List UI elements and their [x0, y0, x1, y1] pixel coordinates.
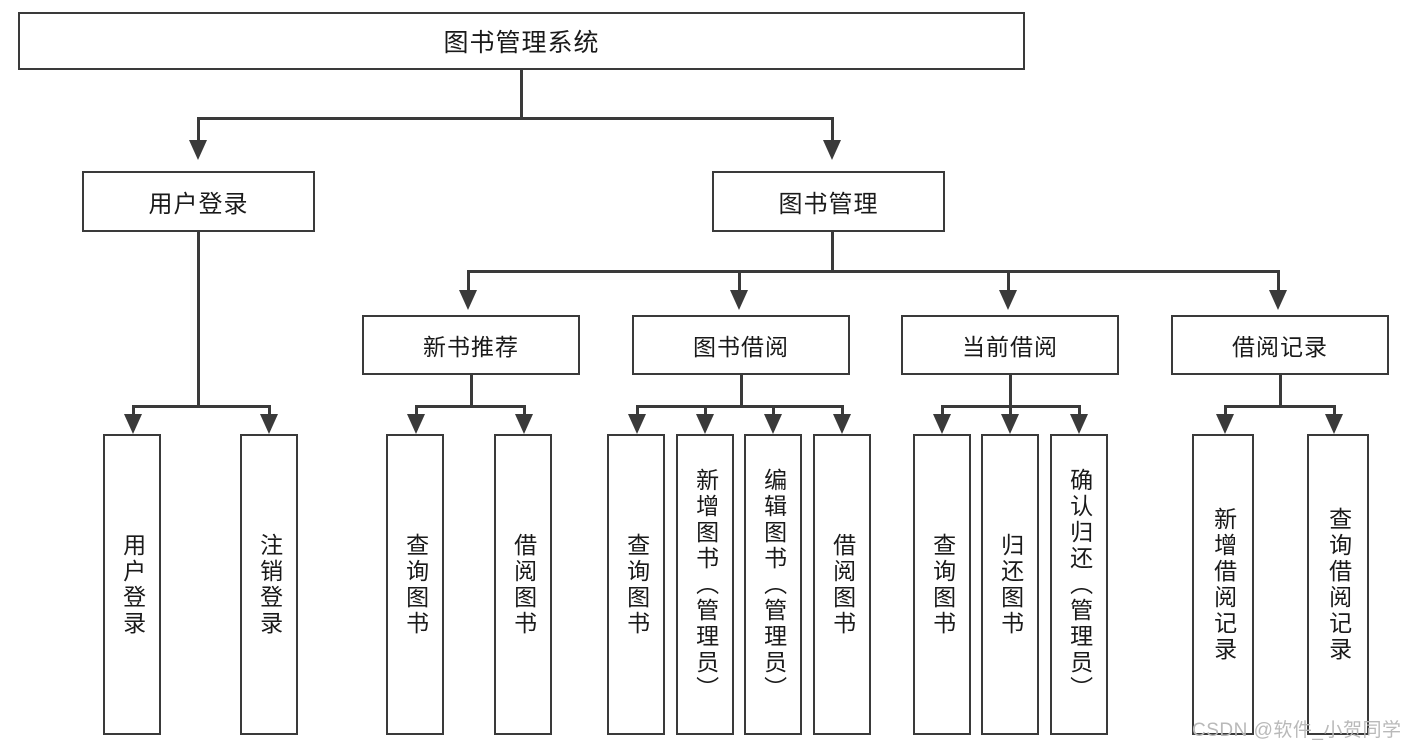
arrowhead-to-confirm-return	[1070, 414, 1088, 434]
leaf-query-book-recommend[interactable]: 查询图书	[386, 434, 444, 735]
node-book-management[interactable]: 图书管理	[712, 171, 945, 232]
connector-borrow-record-bus	[1224, 405, 1335, 408]
node-label: 用户登录	[148, 191, 249, 218]
leaf-edit-book-admin[interactable]: 编辑图书（管理员）	[744, 434, 802, 735]
connector-borrow-record-stem	[1279, 375, 1282, 405]
leaf-add-book-admin[interactable]: 新增图书（管理员）	[676, 434, 734, 735]
node-label: 新增借阅记录	[1210, 506, 1237, 663]
node-book-borrow[interactable]: 图书借阅	[632, 315, 850, 375]
node-borrow-record[interactable]: 借阅记录	[1171, 315, 1389, 375]
arrowhead-to-borrow-record	[1269, 290, 1287, 310]
leaf-query-borrow-record[interactable]: 查询借阅记录	[1307, 434, 1369, 735]
node-root-book-management-system[interactable]: 图书管理系统	[18, 12, 1025, 70]
connector-current-borrow-stem	[1009, 375, 1012, 405]
connector-root-left-drop	[197, 117, 200, 142]
node-label: 借阅图书	[510, 532, 537, 637]
node-new-book-recommend[interactable]: 新书推荐	[362, 315, 580, 375]
node-label: 当前借阅	[962, 334, 1058, 360]
arrowhead-to-query-book-1	[407, 414, 425, 434]
node-label: 借阅图书	[829, 532, 856, 637]
node-label: 借阅记录	[1232, 334, 1328, 360]
connector-book-management-stem	[831, 232, 834, 270]
connector-root-right-drop	[831, 117, 834, 142]
leaf-confirm-return-admin[interactable]: 确认归还（管理员）	[1050, 434, 1108, 735]
connector-level3-drop-4	[1277, 270, 1280, 295]
arrowhead-to-book-borrow	[730, 290, 748, 310]
connector-level3-drop-1	[467, 270, 470, 295]
connector-root-stem	[520, 70, 523, 117]
node-label: 图书借阅	[693, 334, 789, 360]
node-label: 查询图书	[402, 532, 429, 637]
leaf-query-book-current[interactable]: 查询图书	[913, 434, 971, 735]
connector-book-borrow-stem	[740, 375, 743, 405]
leaf-add-borrow-record[interactable]: 新增借阅记录	[1192, 434, 1254, 735]
arrowhead-to-user-login	[189, 140, 207, 160]
connector-new-book-bus	[415, 405, 525, 408]
leaf-borrow-book[interactable]: 借阅图书	[813, 434, 871, 735]
node-label: 注销登录	[256, 532, 283, 637]
arrowhead-to-query-borrow-record	[1325, 414, 1343, 434]
arrowhead-to-user-login-leaf	[124, 414, 142, 434]
arrowhead-to-add-borrow-record	[1216, 414, 1234, 434]
arrowhead-to-book-management	[823, 140, 841, 160]
node-label: 查询图书	[623, 532, 650, 637]
csdn-watermark: CSDN @软件_小贺同学	[1192, 720, 1402, 741]
arrowhead-to-borrow-book-2	[833, 414, 851, 434]
node-label: 确认归还（管理员）	[1066, 467, 1093, 702]
node-label: 新增图书（管理员）	[692, 467, 719, 702]
node-current-borrow[interactable]: 当前借阅	[901, 315, 1119, 375]
arrowhead-to-query-book-3	[933, 414, 951, 434]
connector-user-login-stem	[197, 232, 200, 405]
leaf-borrow-book-recommend[interactable]: 借阅图书	[494, 434, 552, 735]
node-label: 新书推荐	[423, 334, 519, 360]
connector-level3-bus	[467, 270, 1279, 273]
arrowhead-to-return-book	[1001, 414, 1019, 434]
node-label: 图书管理系统	[443, 29, 600, 57]
leaf-logout[interactable]: 注销登录	[240, 434, 298, 735]
node-label: 归还图书	[997, 532, 1024, 637]
connector-book-borrow-bus	[636, 405, 843, 408]
leaf-return-book[interactable]: 归还图书	[981, 434, 1039, 735]
node-user-login[interactable]: 用户登录	[82, 171, 315, 232]
arrowhead-to-add-book	[696, 414, 714, 434]
arrowhead-to-logout-leaf	[260, 414, 278, 434]
node-label: 查询图书	[929, 532, 956, 637]
connector-level3-drop-2	[738, 270, 741, 295]
arrowhead-to-borrow-book-1	[515, 414, 533, 434]
arrowhead-to-current-borrow	[999, 290, 1017, 310]
leaf-query-book-borrow[interactable]: 查询图书	[607, 434, 665, 735]
arrowhead-to-query-book-2	[628, 414, 646, 434]
connector-user-login-bus	[132, 405, 269, 408]
arrowhead-to-edit-book	[764, 414, 782, 434]
connector-root-bus	[197, 117, 833, 120]
node-label: 编辑图书（管理员）	[760, 467, 787, 702]
connector-new-book-stem	[470, 375, 473, 405]
node-label: 查询借阅记录	[1325, 506, 1352, 663]
node-label: 用户登录	[119, 532, 146, 637]
arrowhead-to-new-book-recommend	[459, 290, 477, 310]
node-label: 图书管理	[778, 191, 879, 218]
leaf-user-login[interactable]: 用户登录	[103, 434, 161, 735]
connector-level3-drop-3	[1007, 270, 1010, 295]
